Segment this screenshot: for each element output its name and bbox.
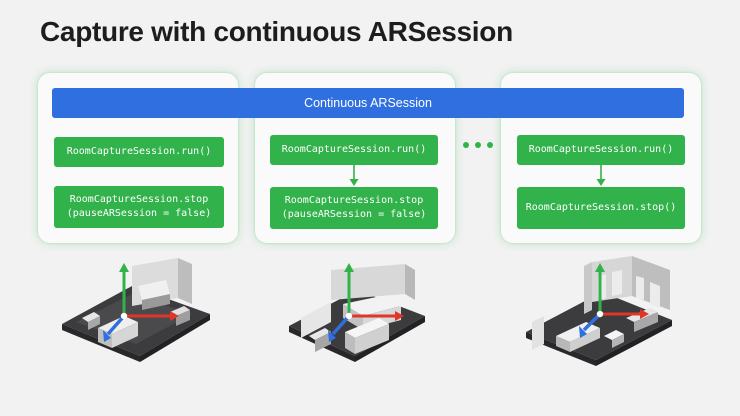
ellipsis-icon xyxy=(463,142,493,148)
stop-box-3: RoomCaptureSession.stop() xyxy=(517,187,685,229)
arrow-down-icon xyxy=(596,165,606,186)
stop-box-2: RoomCaptureSession.stop (pauseARSession … xyxy=(270,187,438,229)
room-model-2 xyxy=(289,263,425,362)
stop-box-1: RoomCaptureSession.stop (pauseARSession … xyxy=(54,186,224,228)
room-model-1 xyxy=(62,258,210,362)
room-model-3 xyxy=(526,256,672,366)
page-title: Capture with continuous ARSession xyxy=(40,16,513,47)
arrow-down-icon xyxy=(349,165,359,186)
run-box-1: RoomCaptureSession.run() xyxy=(54,137,224,167)
run-box-3: RoomCaptureSession.run() xyxy=(517,135,685,165)
continuous-arsession-bar: Continuous ARSession xyxy=(52,88,684,118)
run-box-2: RoomCaptureSession.run() xyxy=(270,135,438,165)
